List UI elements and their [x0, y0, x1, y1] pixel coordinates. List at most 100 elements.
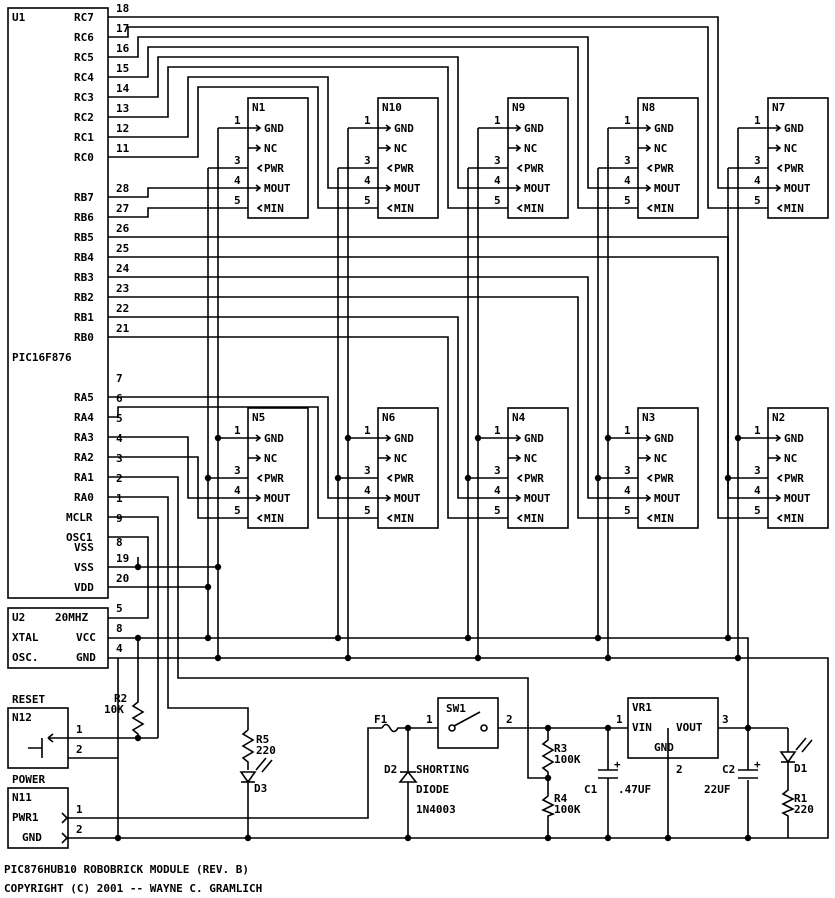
connector-pin-number: 1: [754, 114, 761, 127]
u1-pin-name: RC0: [74, 151, 94, 164]
u2-vcc-label: VCC: [76, 631, 96, 644]
r5-value: 220: [256, 744, 276, 757]
reset-title: RESET: [12, 693, 45, 706]
c2-value: 22UF: [704, 783, 731, 796]
connector-pin-name: PWR: [264, 162, 284, 175]
sw1-switch: SW1 1 2: [426, 697, 628, 749]
connector-pin-number: 5: [624, 194, 631, 207]
connector-pin-number: 4: [364, 484, 371, 497]
connector-pin-name: MIN: [264, 512, 284, 525]
u1-chip: U1 PIC16F876 RC718RC617RC516RC415RC314RC…: [7, 2, 130, 599]
connector-pin-number: 5: [364, 194, 371, 207]
connector-pin-name: NC: [264, 142, 277, 155]
connector-ref: N6: [382, 411, 396, 424]
vr1-regulator: VR1 VIN VOUT GND 1 2 3: [616, 697, 788, 776]
u1-pin-number: 27: [116, 202, 129, 215]
u2-value: 20MHZ: [55, 611, 88, 624]
u2-oscillator: U2 20MHZ XTAL VCC OSC. GND 5 8 4: [7, 602, 123, 669]
connector-pin-name: PWR: [524, 162, 544, 175]
u2-xtal-label: XTAL: [12, 631, 39, 644]
u1-pin-number: 9: [116, 512, 123, 525]
connector-pin-name: GND: [784, 122, 804, 135]
connector-pin-name: MOUT: [524, 492, 551, 505]
u1-pin-number: 7: [116, 372, 123, 385]
u1-pin-name: RA2: [74, 451, 94, 464]
connector-pin-name: GND: [394, 122, 414, 135]
u2-pin-5: 5: [116, 602, 123, 615]
vr1-ref: VR1: [632, 701, 652, 714]
connector-pin-name: MIN: [654, 512, 674, 525]
u1-pin-name: RB5: [74, 231, 94, 244]
vr1-pin-1: 1: [616, 713, 623, 726]
r1-ref: R1: [794, 792, 808, 805]
connector-pin-name: MIN: [394, 202, 414, 215]
u1-pin-number: 5: [116, 412, 123, 425]
power-pin-2: 2: [76, 823, 83, 836]
connector-pin-number: 3: [754, 464, 761, 477]
connector-pin-number: 4: [624, 484, 631, 497]
d2-part: 1N4003: [416, 803, 456, 816]
u1-pin-name: RC3: [74, 91, 94, 104]
u1-pin-name: OSC1: [66, 531, 93, 544]
connector-pin-name: MOUT: [784, 182, 811, 195]
reset-pin-1: 1: [76, 723, 83, 736]
power-gnd-label: GND: [22, 831, 42, 844]
u1-pin-name: RB0: [74, 331, 94, 344]
u1-pin-name: RC2: [74, 111, 94, 124]
vr1-pin-2: 2: [676, 763, 683, 776]
connector-ref: N8: [642, 101, 655, 114]
r3-ref: R3: [554, 742, 567, 755]
connector-pin-number: 1: [364, 114, 371, 127]
f1-ref: F1: [374, 713, 388, 726]
vr1-pin-3: 3: [722, 713, 729, 726]
connector-pin-name: PWR: [654, 472, 674, 485]
connector-pin-name: PWR: [394, 472, 414, 485]
connector-pin-number: 3: [364, 154, 371, 167]
u1-pin-name: RB6: [74, 211, 94, 224]
c1-value: .47UF: [618, 783, 651, 796]
u1-pin-name: RB7: [74, 191, 94, 204]
connector-pin-name: NC: [784, 142, 797, 155]
u1-pin-name: RC5: [74, 51, 94, 64]
u2-gnd-label: GND: [76, 651, 96, 664]
connector-pin-number: 5: [494, 194, 501, 207]
connector-pin-name: PWR: [524, 472, 544, 485]
u1-pin-number: 17: [116, 22, 129, 35]
u1-pin-number: 1: [116, 492, 123, 505]
u1-pin-name: RC4: [74, 71, 94, 84]
connector-pin-number: 1: [624, 424, 631, 437]
connector-pin-number: 1: [754, 424, 761, 437]
connector-pin-name: GND: [524, 432, 544, 445]
power-rails: [68, 127, 829, 839]
connector-pin-name: NC: [394, 452, 407, 465]
sw1-ref: SW1: [446, 702, 466, 715]
connector-pin-name: GND: [264, 122, 284, 135]
d1-r1-branch: D1 R1 220: [779, 728, 814, 818]
vr1-gnd: GND: [654, 741, 674, 754]
r4-ref: R4: [554, 792, 568, 805]
connector-pin-name: PWR: [264, 472, 284, 485]
reset-pin-2: 2: [76, 743, 83, 756]
connector-pin-name: MOUT: [264, 182, 291, 195]
connector-pin-name: NC: [264, 452, 277, 465]
connector-pin-number: 3: [624, 464, 631, 477]
connector-pin-name: GND: [654, 432, 674, 445]
connector-group: N1GND1NCPWR3MOUT4MIN5N10GND1NCPWR3MOUT4M…: [234, 97, 829, 529]
connector-pin-name: PWR: [394, 162, 414, 175]
r5-d3-branch: R5 220 D3: [239, 729, 276, 795]
u1-pin-number: 16: [116, 42, 130, 55]
r2-ref: R2: [114, 692, 127, 705]
connector-pin-number: 1: [624, 114, 631, 127]
power-ref: N11: [12, 791, 32, 804]
connector-pin-name: GND: [264, 432, 284, 445]
connector-pin-number: 1: [234, 424, 241, 437]
connector-pin-name: MIN: [654, 202, 674, 215]
sw1-pin-1: 1: [426, 713, 433, 726]
divider-resistors: R3 100K R4 100K: [541, 728, 581, 818]
